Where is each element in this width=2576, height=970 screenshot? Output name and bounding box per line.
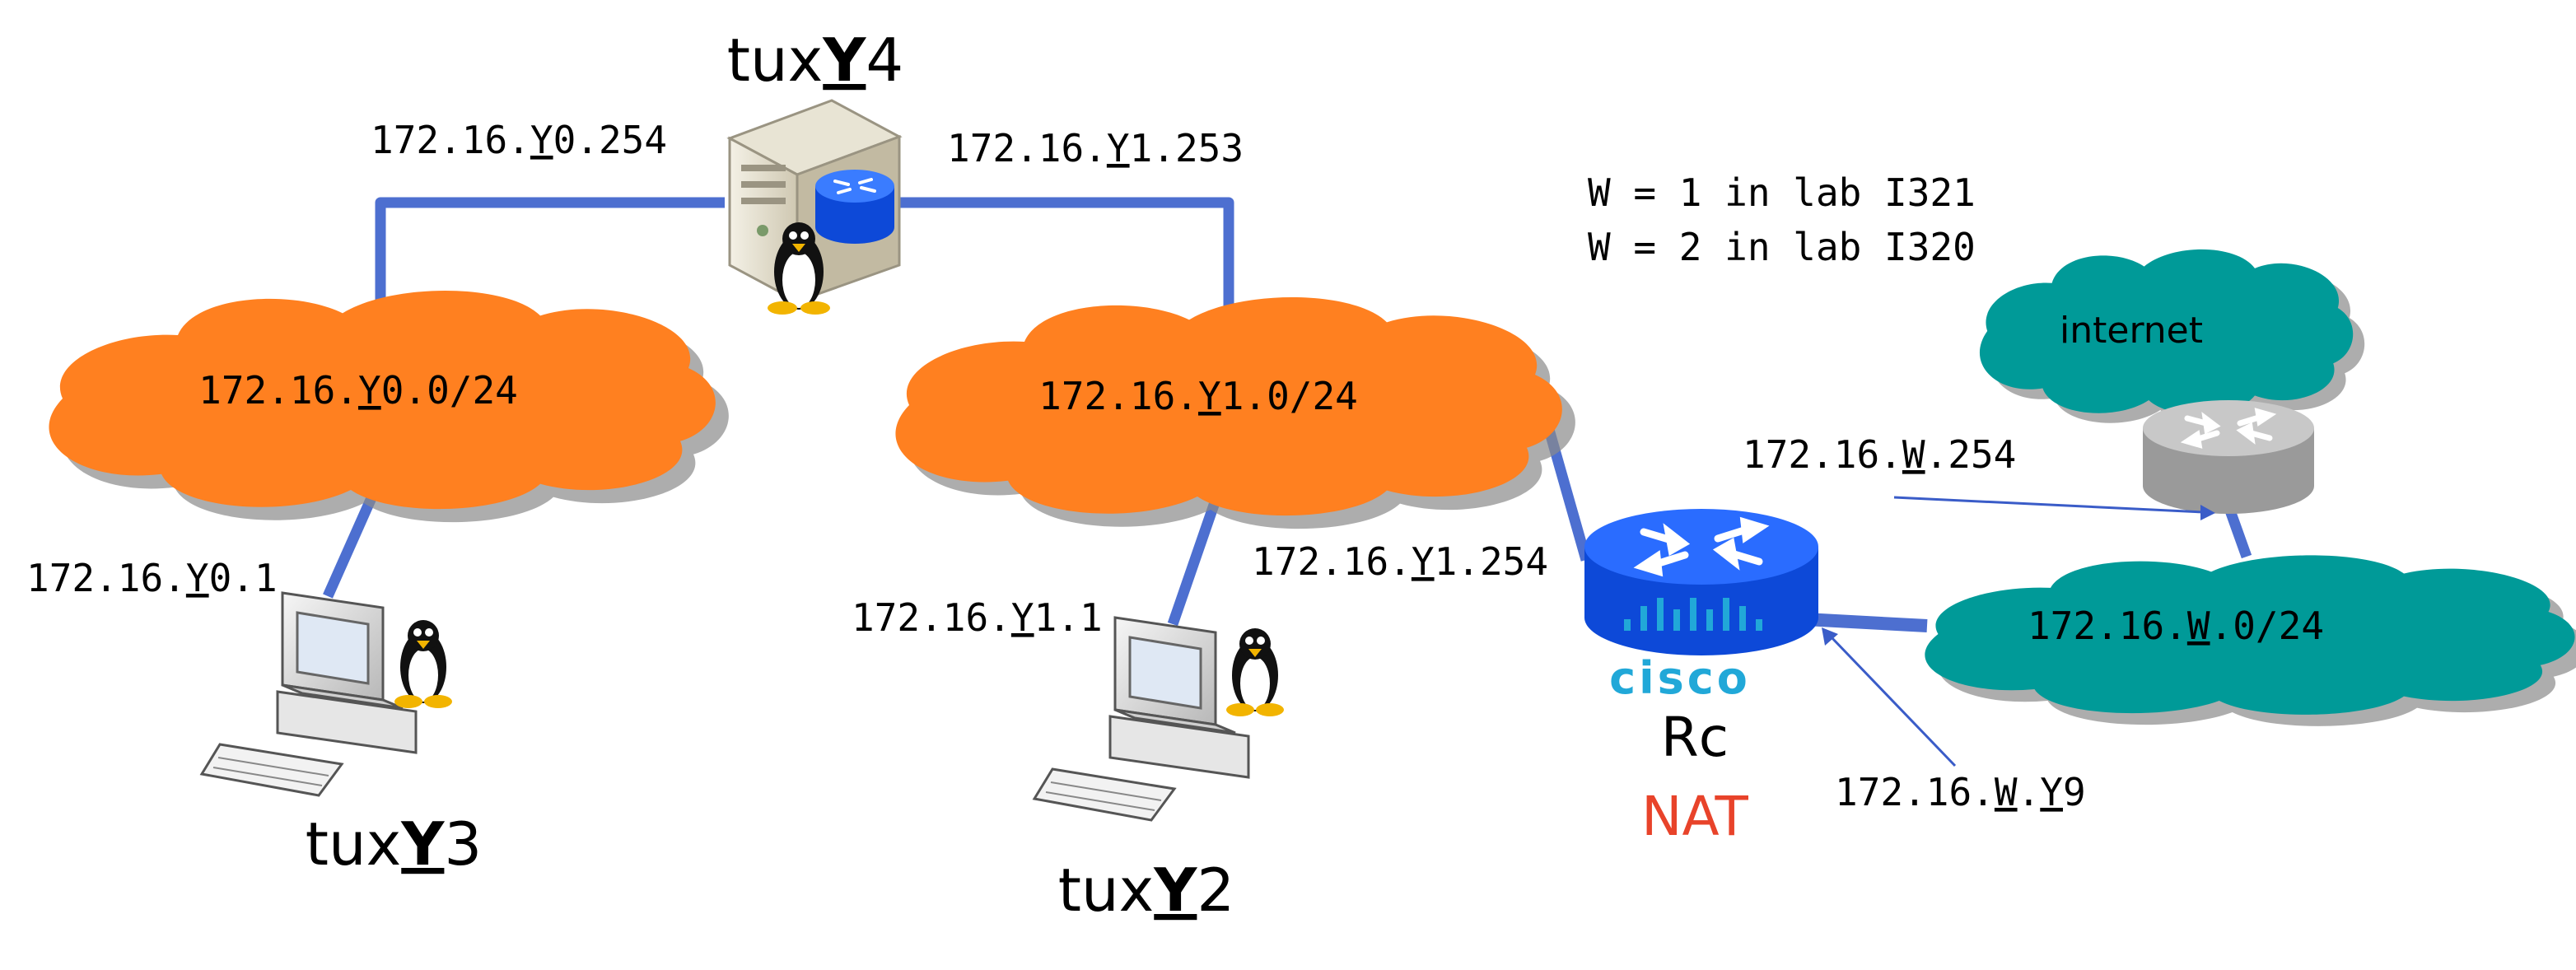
pc-icon-tux3: [199, 591, 418, 797]
internet-label: internet: [2060, 310, 2203, 352]
cisco-bars: [1624, 598, 1762, 631]
ip-label-rc-outside: 172.16.W.Y9: [1835, 770, 2086, 814]
link-tux4-net0: [375, 197, 725, 318]
network-label-labnet: 172.16.W.0/24: [2028, 604, 2324, 648]
lab-note-1: W = 1 in lab I321: [1588, 170, 1976, 215]
network-label-net1: 172.16.Y1.0/24: [1038, 374, 1358, 418]
lab-router-icon: [2143, 400, 2314, 514]
ip-label-lab-router: 172.16.W.254: [1743, 432, 2016, 477]
link-tux4-net1: [899, 197, 1234, 329]
ip-label-tux3: 172.16.Y0.1: [26, 556, 278, 600]
ip-label-tux2: 172.16.Y1.1: [852, 595, 1103, 640]
lab-note-2: W = 2 in lab I320: [1588, 225, 1976, 269]
network-cloud-net1: 172.16.Y1.0/24: [895, 297, 1575, 529]
linux-penguin-icon: [1226, 628, 1284, 716]
network-label-net0: 172.16.Y0.0/24: [198, 368, 518, 413]
cisco-router-icon: [1584, 509, 1818, 655]
pointer-arrows: [1822, 496, 2215, 767]
host-label-tux3: tuxY3: [306, 809, 482, 879]
internet-cloud: internet: [1979, 249, 2365, 425]
host-label-tux4: tuxY4: [727, 26, 903, 95]
link-router-labnet: [1804, 613, 1928, 632]
ip-label-tux4-eth0: 172.16.Y0.254: [371, 118, 667, 162]
pc-icon-tux2: [1032, 616, 1250, 822]
link-labnet-labrouter: [2224, 508, 2252, 559]
network-cloud-net0: 172.16.Y0.0/24: [49, 291, 729, 523]
linux-penguin-icon: [394, 620, 452, 708]
host-label-tux2: tuxY2: [1058, 856, 1234, 925]
router-name: Rc: [1661, 706, 1729, 769]
server-icon: [726, 99, 903, 304]
router-nat-label: NAT: [1641, 785, 1748, 848]
ip-label-rc-inside: 172.16.Y1.254: [1252, 539, 1548, 584]
arrow-rc-outside: [1828, 634, 1957, 767]
ip-label-tux4-eth1: 172.16.Y1.253: [947, 126, 1244, 170]
linux-penguin-icon: [768, 222, 830, 315]
network-cloud-labnet: 172.16.W.0/24: [1925, 555, 2576, 726]
cisco-logo: cisco: [1609, 652, 1751, 704]
arrow-lab-router: [1893, 496, 2205, 514]
